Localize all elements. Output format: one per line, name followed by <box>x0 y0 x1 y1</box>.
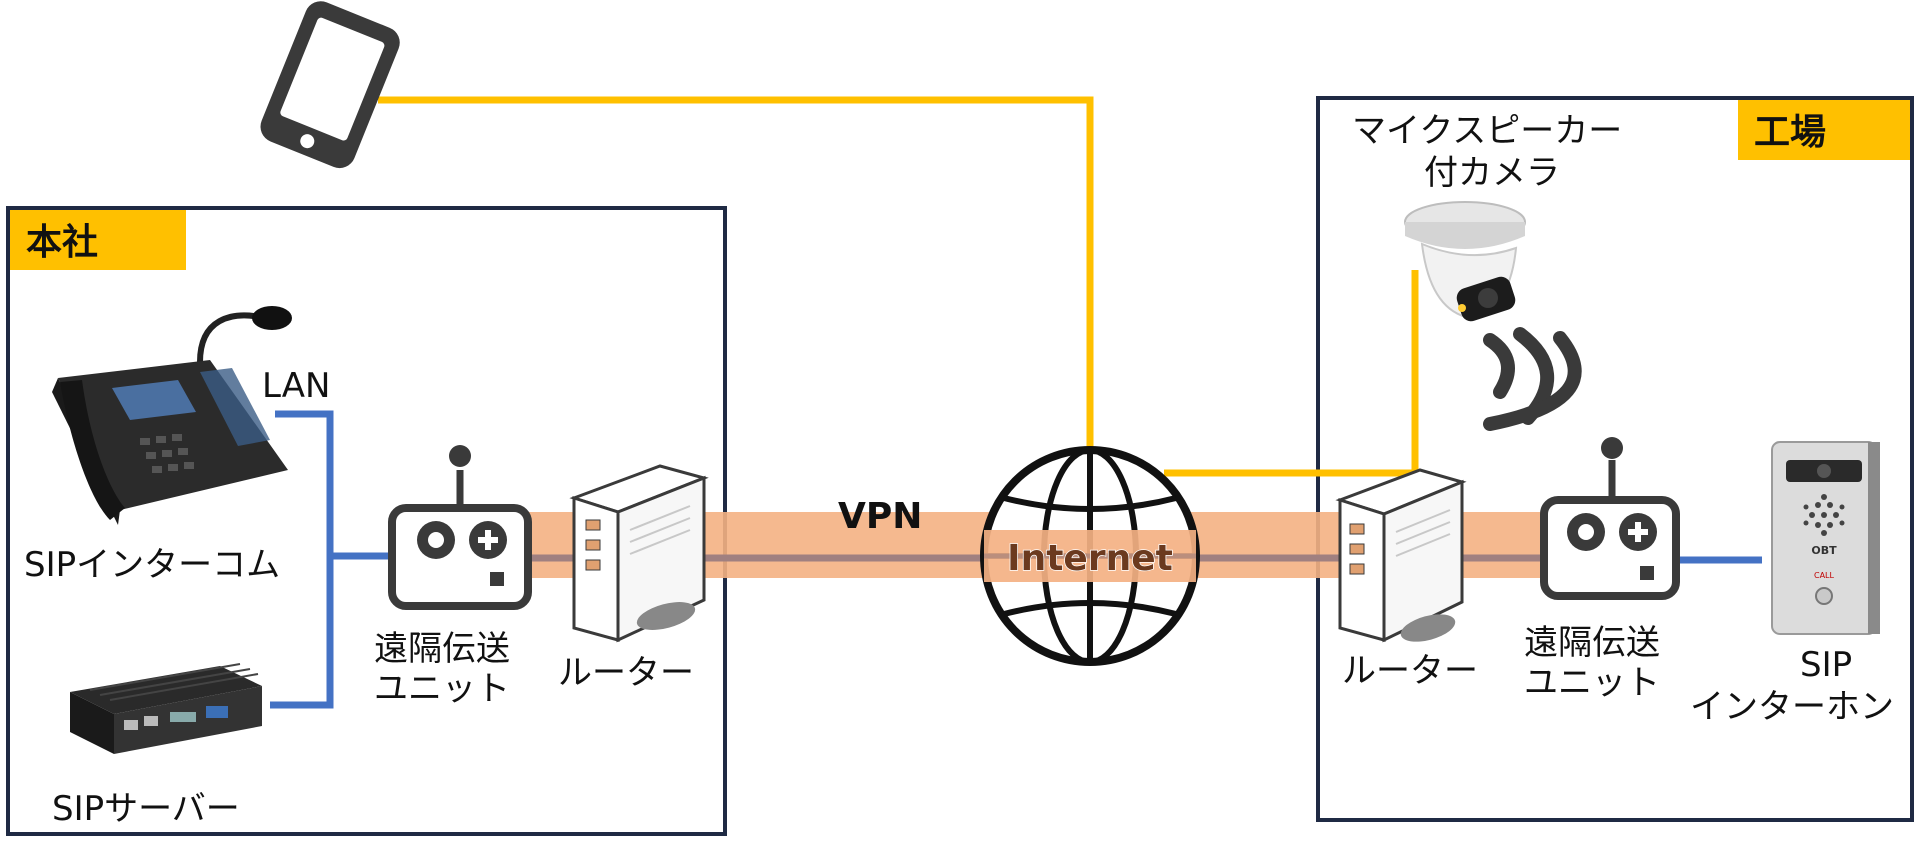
remote-unit-right-label-line2: ユニット <box>1524 663 1660 703</box>
dome-camera-icon <box>1404 201 1526 322</box>
sound-wave-icon <box>1483 327 1582 431</box>
hq-area-tag <box>10 210 186 270</box>
vpn-label: VPN <box>838 496 922 537</box>
sip-doorphone-icon: OBT CALL <box>1771 441 1880 635</box>
camera-label-line1: マイクスピーカー <box>1352 111 1622 151</box>
sip-intercom-phone-icon: LAN <box>52 306 330 525</box>
sip-doorphone-label-line2: インターホン <box>1690 687 1894 727</box>
remote-unit-left-icon <box>388 445 532 610</box>
factory-area-tag <box>1738 100 1910 160</box>
internet-globe-icon <box>980 446 1200 666</box>
camera-label-line2: 付カメラ <box>1424 153 1560 193</box>
sip-intercom-label: SIPインターコム <box>24 545 280 585</box>
router-right-icon <box>1335 468 1467 643</box>
remote-unit-left-label-line1: 遠隔伝送 <box>374 629 510 669</box>
remote-unit-right-label-line1: 遠隔伝送 <box>1524 623 1660 663</box>
factory-area-label: 工場 <box>1754 112 1826 153</box>
remote-unit-right-icon <box>1540 437 1680 600</box>
internet-label: Internet <box>1007 538 1173 579</box>
doorphone-call-label: CALL <box>1814 571 1835 580</box>
lan-label: LAN <box>262 366 330 406</box>
doorphone-brand-label: OBT <box>1811 544 1837 557</box>
camera-router-line <box>1164 270 1419 477</box>
hq-area-label: 本社 <box>26 222 98 263</box>
factory-area-frame <box>1316 96 1914 822</box>
router-left-label: ルーター <box>558 653 694 693</box>
mobile-internet-line <box>378 96 1094 455</box>
router-left-icon <box>569 464 709 643</box>
sip-server-icon <box>70 663 262 754</box>
sip-doorphone-label-line1: SIP <box>1800 645 1852 685</box>
router-right-label: ルーター <box>1342 651 1478 691</box>
remote-unit-left-label-line2: ユニット <box>374 669 510 709</box>
sip-server-label: SIPサーバー <box>52 789 240 829</box>
smartphone-icon <box>260 1 400 169</box>
